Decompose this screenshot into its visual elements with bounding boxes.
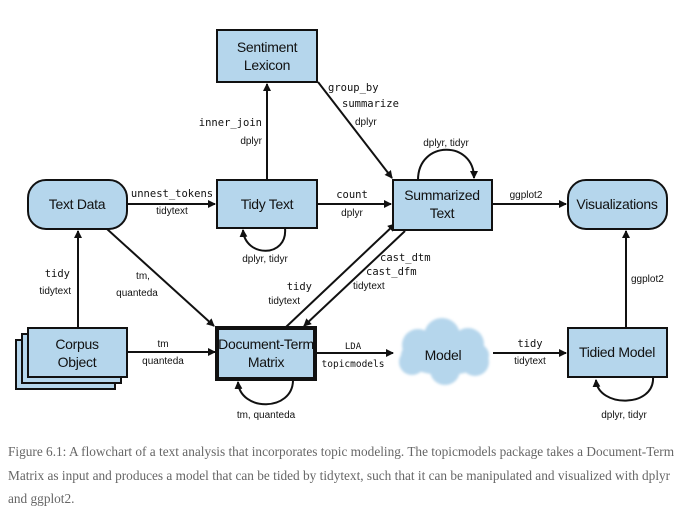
edge-label: tidytext [514,356,546,367]
node-label: Visualizations [576,196,657,212]
edge-label: dplyr, tidyr [601,410,647,421]
node-summarized-text: Summarized Text [392,179,493,231]
node-label: Tidy Text [241,196,294,212]
node-label: Text [430,205,455,221]
edge-label: tidytext [268,296,300,307]
edge-label: quanteda [142,356,184,367]
node-label: Object [58,354,97,370]
flowchart: Sentiment Lexicon Text Data Tidy Text Su… [15,29,668,421]
node-label: Model [425,347,462,363]
edge-summarized-to-dtm [303,230,406,327]
node-label: Document-Term [218,336,314,352]
edge-sentiment-to-summarized [317,81,393,179]
node-label: Text Data [49,196,106,212]
edge-label: count [336,189,368,201]
edge-label: topicmodels [322,359,385,370]
node-corpus-object: Corpus Object [15,327,128,390]
edge-label: cast_dfm [366,266,417,278]
edge-label: ggplot2 [631,274,664,285]
node-label: Lexicon [244,57,290,73]
node-sentiment-lexicon: Sentiment Lexicon [216,29,318,83]
edge-label: dplyr, tidyr [242,254,288,265]
node-model: Model [399,318,489,385]
node-label: Tidied Model [579,344,655,360]
edge-summarized-loop [417,148,478,181]
edge-label: dplyr [240,136,262,147]
edge-label: ggplot2 [510,190,543,201]
edge-label: tidytext [39,286,71,297]
edge-label: tm, [136,271,150,282]
edge-text-to-dtm [106,228,215,327]
edge-label: tm, quanteda [237,410,296,421]
edge-label: dplyr, tidyr [423,138,469,149]
edge-label: inner_join [199,117,262,129]
edge-label: tidy [287,281,312,293]
edge-dtm-to-summarized [285,223,396,328]
node-document-term-matrix: Document-Term Matrix [215,326,317,381]
node-label: Summarized [404,187,480,203]
edge-label: summarize [342,98,399,110]
edge-label: unnest_tokens [131,188,213,200]
edge-label: dplyr [341,208,363,219]
edge-tidy-loop [239,227,287,252]
node-label: Corpus [55,336,99,352]
node-tidy-text: Tidy Text [216,179,318,229]
edge-label: dplyr [355,117,377,128]
node-tidied-model: Tidied Model [567,327,668,378]
edge-label: tidytext [156,206,188,217]
edge-label: LDA [345,342,362,352]
edge-label: tidy [517,338,542,350]
node-visualizations: Visualizations [567,179,668,230]
node-label: Sentiment [237,39,298,55]
edge-tidied-loop [592,376,655,402]
edge-label: group_by [328,82,379,94]
edge-label: tm [157,339,168,350]
edge-dtm-loop [234,379,294,406]
node-text-data: Text Data [27,179,128,230]
edge-labels: unnest_tokens tidytext inner_join dplyr … [39,82,664,421]
node-label: Matrix [248,354,285,370]
edge-label: cast_dtm [380,252,431,264]
edge-label: tidytext [353,281,385,292]
edge-label: tidy [45,268,70,280]
edges [74,81,655,406]
figure-caption: Figure 6.1: A flowchart of a text analys… [8,444,675,506]
edge-label: quanteda [116,288,158,299]
